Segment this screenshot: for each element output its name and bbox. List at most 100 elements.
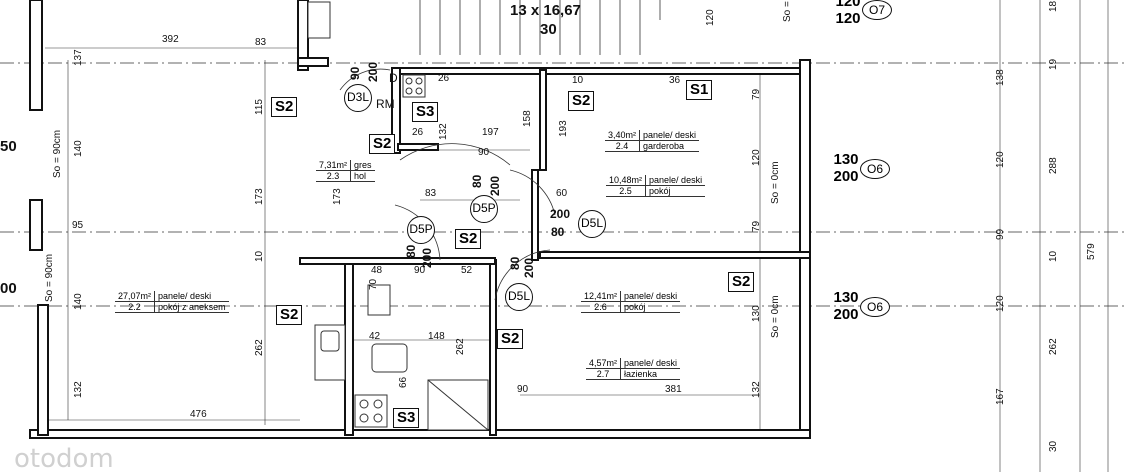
dim-132-left: 132 xyxy=(73,381,84,398)
window-o6-lower-height: 200 xyxy=(833,306,859,323)
room-pokoj-z-aneksem-num: 2.2 xyxy=(115,301,156,313)
dim-579: 579 xyxy=(1086,243,1097,260)
room-pokoj-2-5-area: 10,48m² xyxy=(606,175,647,186)
wall-tag-s2-garderoba: S2 xyxy=(568,91,595,111)
room-garderoba-finish: panele/ deski xyxy=(639,130,700,141)
dim-60: 60 xyxy=(556,188,568,199)
room-pokoj-2-6-name: pokój xyxy=(620,301,681,313)
wall-tag-s1: S1 xyxy=(686,80,713,100)
room-lazienka-finish: panele/ deski xyxy=(620,358,681,369)
window-o6-upper-height: 200 xyxy=(833,168,859,185)
dim-262-outer: 262 xyxy=(1048,338,1059,355)
sill-label-left-lower: So = 90cm xyxy=(44,253,55,302)
wall-tag-s3-top: S3 xyxy=(412,102,439,122)
wall-tag-s2-kitchen: S2 xyxy=(276,305,303,325)
dim-66: 66 xyxy=(398,376,409,388)
dim-476: 476 xyxy=(190,409,207,420)
room-hol-name: hol xyxy=(350,170,375,182)
dimension-lines xyxy=(42,0,1109,472)
room-pokoj-z-aneksem-area: 27,07m² xyxy=(115,291,156,302)
room-pokoj-2-5-name: pokój xyxy=(645,185,706,197)
dim-70: 70 xyxy=(368,278,379,290)
dim-137: 137 xyxy=(73,49,84,66)
left-window-fragment-a: 50 xyxy=(0,138,17,155)
room-lazienka-area: 4,57m² xyxy=(586,358,622,369)
stair-lines xyxy=(419,0,661,55)
room-garderoba-name: garderoba xyxy=(639,140,700,152)
dim-36: 36 xyxy=(669,75,681,86)
dim-140-lower: 140 xyxy=(73,293,84,310)
dim-48: 48 xyxy=(371,265,383,276)
sill-label-lower: So = 0cm xyxy=(770,295,781,338)
dim-80-d5p-lower: 80 xyxy=(404,244,418,258)
dim-200-d5l: 200 xyxy=(550,207,571,221)
dim-193: 193 xyxy=(558,120,569,137)
window-o6-upper-code: O6 xyxy=(860,159,890,179)
dim-90-d3l: 90 xyxy=(348,66,362,80)
window-o6-lower-width: 130 xyxy=(833,289,859,306)
dim-200-d3l: 200 xyxy=(366,61,380,82)
dim-120-outer-lower: 120 xyxy=(995,295,1006,312)
dim-90-bath: 90 xyxy=(517,384,529,395)
room-lazienka-name: łazienka xyxy=(620,368,681,380)
dim-99-outer: 99 xyxy=(995,228,1006,240)
dim-120-outer: 120 xyxy=(995,151,1006,168)
dim-158: 158 xyxy=(522,110,533,127)
door-d5l-lower: D5L xyxy=(505,283,533,311)
grid-lines xyxy=(0,62,1124,307)
room-pokoj-z-aneksem-finish: panele/ deski xyxy=(154,291,229,302)
window-o7-code: O7 xyxy=(862,0,892,20)
dim-83-mid: 83 xyxy=(425,188,437,199)
dim-18-outer: 18 xyxy=(1048,0,1059,12)
dim-10-outer: 10 xyxy=(1048,250,1059,262)
dim-26-top: 26 xyxy=(438,73,450,84)
dim-120-top: 120 xyxy=(705,9,716,26)
sill-label-top: So = xyxy=(782,1,793,22)
door-d5l-upper: D5L xyxy=(578,210,606,238)
room-pokoj-2-6-finish: panele/ deski xyxy=(620,291,681,302)
left-window-fragment-b: 00 xyxy=(0,280,17,297)
wall-tag-s2-bath: S2 xyxy=(497,329,524,349)
dim-83-top: 83 xyxy=(255,37,267,48)
door-d3l: D3L xyxy=(344,84,372,112)
watermark-logo: otodom xyxy=(14,444,114,474)
dim-197: 197 xyxy=(482,127,499,138)
door-d5p-lower: D5P xyxy=(407,216,435,244)
dim-90-kitchen: 90 xyxy=(414,265,426,276)
wall-tag-s2-mid: S2 xyxy=(455,229,482,249)
window-o6-lower-size: 130 200 xyxy=(826,289,866,323)
room-pokoj-2-5-num: 2.5 xyxy=(606,185,647,197)
dim-115: 115 xyxy=(254,99,265,115)
staircase-steps-label: 13 x 16,67 xyxy=(510,2,581,19)
room-hol-area: 7,31m² xyxy=(316,160,352,171)
wall-tag-s3-bottom: S3 xyxy=(393,408,420,428)
dim-52: 52 xyxy=(461,265,473,276)
dim-288: 288 xyxy=(1048,157,1059,174)
room-garderoba-area: 3,40m² xyxy=(605,130,641,141)
dim-132-right: 132 xyxy=(751,381,762,398)
staircase-steps-sub: 30 xyxy=(540,21,557,38)
room-pokoj-2-6: 12,41m² panele/ deski 2.6 pokój xyxy=(581,291,681,313)
door-d-label: D xyxy=(389,71,398,85)
room-pokoj-2-5: 10,48m² panele/ deski 2.5 pokój xyxy=(606,175,706,197)
dim-95: 95 xyxy=(72,220,84,231)
room-lazienka: 4,57m² panele/ deski 2.7 łazienka xyxy=(586,358,681,380)
fixtures xyxy=(307,1,489,431)
room-pokoj-z-aneksem-name: pokój z aneksem xyxy=(154,301,229,313)
room-pokoj-2-6-area: 12,41m² xyxy=(581,291,622,302)
window-o7-width: 120 xyxy=(835,0,861,10)
dim-26-mid: 26 xyxy=(412,127,424,138)
dim-80-d5l-lower: 80 xyxy=(508,256,522,270)
dim-140-upper: 140 xyxy=(73,140,84,157)
dim-79-lower: 79 xyxy=(751,220,762,232)
dim-381: 381 xyxy=(665,384,682,395)
room-garderoba: 3,40m² panele/ deski 2.4 garderoba xyxy=(605,130,700,152)
window-o6-upper-width: 130 xyxy=(833,151,859,168)
dim-79-upper: 79 xyxy=(751,88,762,100)
wall-tag-s2-right: S2 xyxy=(728,272,755,292)
room-lazienka-num: 2.7 xyxy=(586,368,622,380)
dim-200-d5p: 200 xyxy=(488,175,502,196)
room-garderoba-num: 2.4 xyxy=(605,140,641,152)
window-o6-lower-code: O6 xyxy=(860,297,890,317)
